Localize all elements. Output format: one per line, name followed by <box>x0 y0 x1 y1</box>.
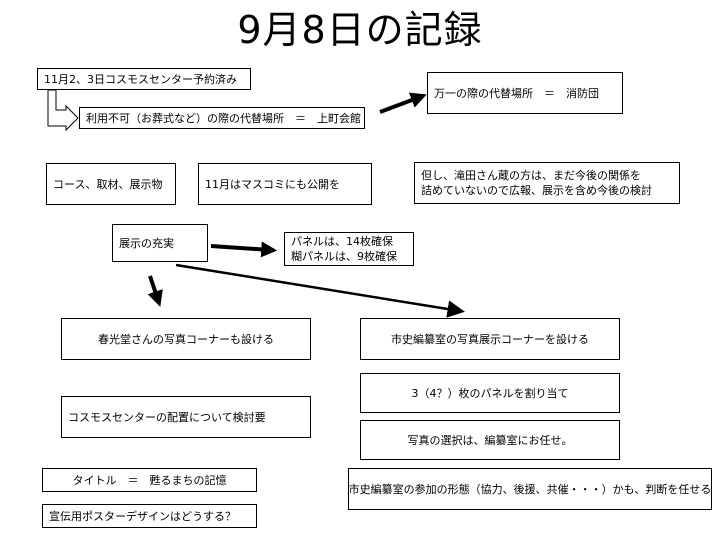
press-box: 11月はマスコミにも公開を <box>198 163 372 205</box>
press-text: 11月はマスコミにも公開を <box>205 177 340 191</box>
panels-text-line1: パネルは、14枚確保 <box>291 235 393 248</box>
poster-box: 宣伝用ポスターデザインはどうする？ <box>42 504 257 528</box>
history-office-box: 市史編纂室の写真展示コーナーを設ける <box>360 318 620 360</box>
course-text: コース、取材、展示物 <box>53 177 163 191</box>
takita-box: 但し、滝田さん蔵の方は、まだ今後の関係を 詰めていないので広報、展示を含め今後の… <box>414 162 680 204</box>
takita-text-line1: 但し、滝田さん蔵の方は、まだ今後の関係を <box>421 169 641 182</box>
cosmos-reserved-text: 11月2、3日コスモスセンター予約済み <box>44 72 237 86</box>
panel-alloc-text: 3（4？）枚のパネルを割り当て <box>411 386 569 400</box>
panels-text-line2: 糊パネルは、9枚確保 <box>291 250 397 263</box>
photo-select-text: 写真の選択は、編纂室にお任せ。 <box>407 433 573 447</box>
alt-venue-box: 利用不可（お葬式など）の際の代替場所 ＝ 上町会館 <box>79 107 365 129</box>
layout-text: コスモスセンターの配置について検討要 <box>68 410 266 424</box>
alt-alt-venue-box: 万一の際の代替場所 ＝ 消防団 <box>427 72 623 114</box>
arrow-exhibit-to-history-office <box>175 263 465 318</box>
alt-venue-text: 利用不可（お葬式など）の際の代替場所 ＝ 上町会館 <box>86 111 361 125</box>
participation-box: 市史編纂室の参加の形態（協力、後援、共催・・・）かも、判断を任せる <box>348 468 712 510</box>
page-title: 9月8日の記録 <box>237 8 483 52</box>
participation-text: 市史編纂室の参加の形態（協力、後援、共催・・・）かも、判断を任せる <box>348 482 712 496</box>
arrow-exhibit-to-shunkodo <box>147 275 163 307</box>
shunkodo-box: 春光堂さんの写真コーナーも設ける <box>61 318 311 360</box>
history-office-text: 市史編纂室の写真展示コーナーを設ける <box>391 332 589 346</box>
shunkodo-text: 春光堂さんの写真コーナーも設ける <box>98 332 274 346</box>
panel-alloc-box: 3（4？）枚のパネルを割り当て <box>360 373 620 413</box>
poster-text: 宣伝用ポスターデザインはどうする？ <box>49 509 236 523</box>
photo-select-box: 写真の選択は、編纂室にお任せ。 <box>360 420 620 460</box>
alt-alt-venue-text: 万一の際の代替場所 ＝ 消防団 <box>434 86 599 100</box>
bent-arrow-reserved-to-alt <box>47 89 79 132</box>
event-title-text: タイトル ＝ 甦るまちの記憶 <box>72 473 227 487</box>
cosmos-reserved-box: 11月2、3日コスモスセンター予約済み <box>37 68 251 90</box>
panels-box: パネルは、14枚確保 糊パネルは、9枚確保 <box>284 232 414 266</box>
layout-box: コスモスセンターの配置について検討要 <box>61 396 311 438</box>
event-title-box: タイトル ＝ 甦るまちの記憶 <box>42 468 257 492</box>
arrow-alt-to-altalt <box>379 92 427 114</box>
course-box: コース、取材、展示物 <box>46 163 176 205</box>
exhibit-text: 展示の充実 <box>119 236 174 250</box>
arrow-exhibit-to-panels <box>210 241 278 258</box>
exhibit-box: 展示の充実 <box>112 224 208 262</box>
takita-text-line2: 詰めていないので広報、展示を含め今後の検討 <box>421 184 652 197</box>
